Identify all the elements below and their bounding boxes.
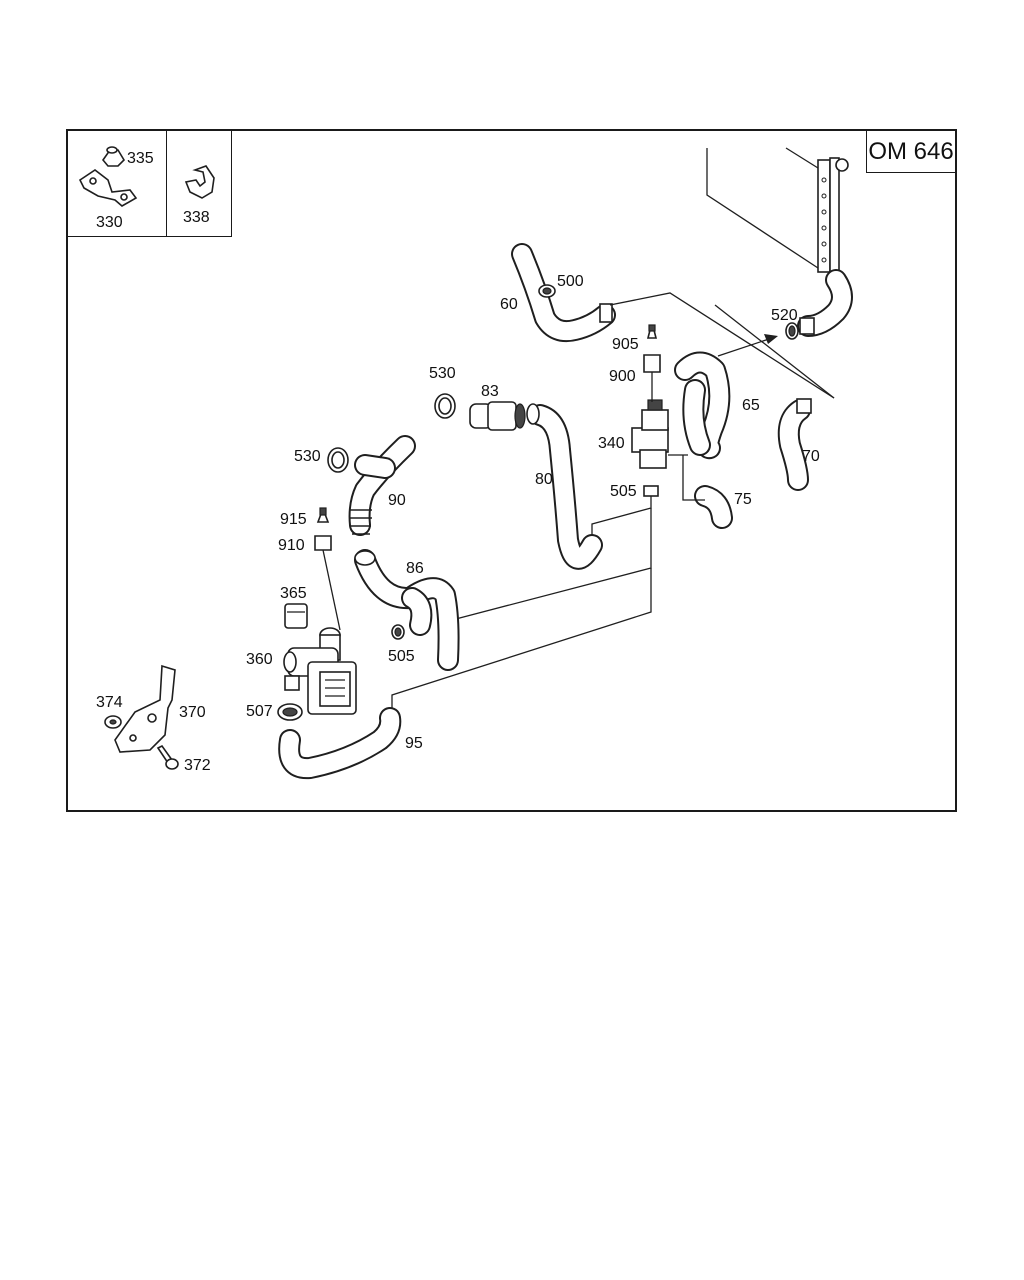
callout-910: 910 [278, 537, 305, 554]
hose-70 [777, 398, 812, 491]
callout-330: 330 [96, 214, 123, 231]
arrow-head-520 [764, 334, 778, 344]
clamp-530-lower [327, 447, 349, 473]
bracket-330 [78, 169, 138, 207]
callout-340: 340 [598, 435, 625, 452]
callout-338: 338 [183, 209, 210, 226]
callout-905: 905 [612, 336, 639, 353]
hose-80 [526, 403, 603, 570]
radiator [706, 147, 849, 277]
valve-340 [631, 399, 705, 501]
callout-labels: 335 330 338 500 60 520 905 900 530 83 65… [96, 150, 820, 774]
connector-900 [643, 354, 661, 402]
clamp-505-upper [643, 485, 659, 497]
bolt-372 [156, 744, 179, 770]
leader-505-95 [391, 568, 652, 712]
leader-505-80 [591, 496, 652, 540]
callout-360: 360 [246, 651, 273, 668]
leader-65-70 [714, 304, 835, 399]
inset-box-clip [166, 131, 232, 237]
callout-335: 335 [127, 150, 154, 167]
callout-507: 507 [246, 703, 273, 720]
callout-95: 95 [405, 735, 423, 752]
hose-95 [278, 707, 402, 780]
callout-370: 370 [179, 704, 206, 721]
callout-900: 900 [609, 368, 636, 385]
sensor-915 [316, 507, 330, 523]
nut-335 [101, 146, 126, 167]
inset-box-bracket [68, 131, 167, 237]
clamp-500 [538, 284, 556, 298]
callout-915: 915 [280, 511, 307, 528]
callout-86: 86 [406, 560, 424, 577]
hose-90 [348, 435, 416, 536]
hose-86 [354, 549, 460, 671]
callout-75: 75 [734, 491, 752, 508]
callout-60: 60 [500, 296, 518, 313]
callout-505-lower: 505 [388, 648, 415, 665]
connector-83 [469, 401, 526, 431]
callout-520: 520 [771, 307, 798, 324]
hose-60 [511, 243, 616, 343]
sensor-905 [646, 324, 658, 339]
clamp-520 [785, 322, 799, 340]
engine-code-label: OM 646 [866, 131, 955, 173]
callout-530-upper: 530 [429, 365, 456, 382]
hose-65 [674, 351, 731, 460]
relay-365 [284, 603, 308, 629]
bracket-370 [114, 664, 176, 753]
callout-65: 65 [742, 397, 760, 414]
callout-374: 374 [96, 694, 123, 711]
clamp-507 [277, 703, 303, 721]
leader-505-86 [451, 508, 652, 621]
callout-500: 500 [557, 273, 584, 290]
washer-374 [104, 715, 122, 729]
hose-75 [694, 485, 733, 529]
callout-505-upper: 505 [610, 483, 637, 500]
leader-60-70 [609, 292, 835, 399]
callout-90: 90 [388, 492, 406, 509]
callout-372: 372 [184, 757, 211, 774]
diagram-frame: OM 646 [66, 129, 957, 812]
clamp-505-lower [391, 624, 405, 640]
connector-910 [314, 535, 341, 631]
radiator-outlet-hose [797, 269, 853, 337]
clip-338 [184, 165, 215, 199]
clamp-530-upper [434, 393, 456, 419]
callout-365: 365 [280, 585, 307, 602]
arrow-line-520 [717, 336, 776, 357]
callout-80: 80 [535, 471, 553, 488]
callout-70: 70 [802, 448, 820, 465]
callout-83: 83 [481, 383, 499, 400]
callout-530-lower: 530 [294, 448, 321, 465]
pump-360 [283, 627, 357, 715]
